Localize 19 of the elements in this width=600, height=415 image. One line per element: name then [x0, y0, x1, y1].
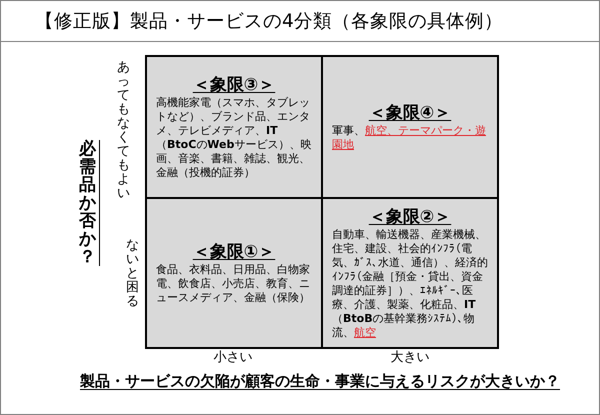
quadrant-heading: ＜象限④＞: [368, 102, 452, 124]
quadrant-heading: ＜象限②＞: [368, 206, 452, 228]
quadrant-description: 食品、衣料品、日用品、白物家電、飲食店、小売店、教育、ニュースメディア、金融（保険）: [156, 262, 311, 304]
quadrant-heading: ＜象限③＞: [192, 74, 276, 96]
quadrant-description: 自動車、輸送機器、産業機械、住宅、建設、社会的ｲﾝﾌﾗ（電気、ｶﾞｽ、水道、通信）、経済的ｲﾝﾌﾗ（金融［預金・貸出、資金調達的証券］）、ｴﾈﾙｷﾞｰ、医療、介護、製薬、化粧品、IT（BtoBの基幹業務ｼｽﾃﾑ）、物流、航空: [332, 228, 488, 340]
slide-title: 【修正版】製品・サービスの4分類（各象限の具体例）: [35, 10, 503, 34]
quadrant-box: [321, 55, 499, 199]
quadrant-box: [321, 197, 499, 349]
axis-label: 大きい: [390, 349, 430, 366]
quadrant-box: [145, 197, 323, 349]
axis-title: 必需品か否か？: [79, 140, 100, 266]
axis-title: 製品・サービスの欠陥が顧客の生命・事業に与えるリスクが大きいか？: [80, 371, 560, 391]
axis-label: あってもなくてもよい: [117, 61, 130, 201]
quadrant-description: 軍事、航空、テーマパーク・遊園地: [332, 124, 487, 152]
quadrant-description: 高機能家電（スマホ、タブレットなど）、ブランド品、エンタメ、テレビメディア、IT（BtoCのWebサービス）、映画、音楽、書籍、雑誌、観光、金融（投機的証券）: [156, 96, 312, 180]
axis-label: ないと困る: [126, 239, 139, 309]
axis-label: 小さい: [214, 349, 252, 366]
quadrant-box: [145, 55, 323, 199]
quadrant-heading: ＜象限①＞: [192, 242, 276, 262]
